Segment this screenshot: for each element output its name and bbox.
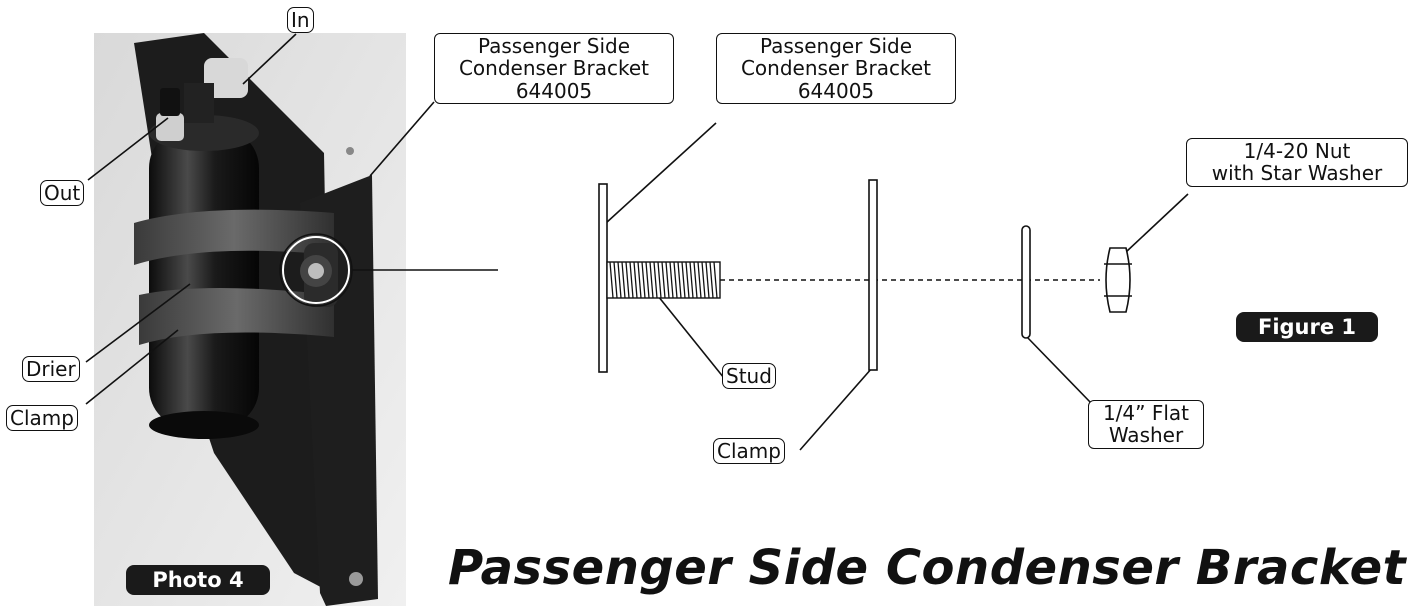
leader-nut <box>1125 193 1189 253</box>
bracket-callout-figure: Passenger Side Condenser Bracket 644005 <box>716 33 956 105</box>
stud-thread <box>677 261 682 299</box>
clamp-label-figure: Clamp <box>713 438 785 464</box>
clamp-strap-upper <box>134 209 334 265</box>
stud-thread <box>665 261 670 299</box>
washer-callout: 1/4” Flat Washer <box>1088 400 1204 449</box>
stud-thread <box>653 261 658 299</box>
leader-clamp-photo <box>85 329 179 405</box>
drier-label: Drier <box>22 356 80 382</box>
drier-canister <box>149 128 259 428</box>
leader-bracket-photo <box>369 101 435 177</box>
stud-thread <box>673 261 678 299</box>
bracket-callout-photo: Passenger Side Condenser Bracket 644005 <box>434 33 674 105</box>
bottom-bolt <box>349 572 363 586</box>
stud-thread <box>669 261 674 299</box>
stud-thread <box>641 261 646 299</box>
clamp-strap-lower <box>139 288 334 345</box>
stud-thread <box>681 261 686 299</box>
stud-thread <box>617 261 622 299</box>
leader-washer <box>1025 335 1093 405</box>
stud-thread <box>701 261 706 299</box>
stud-thread <box>709 261 714 299</box>
stud-thread <box>713 261 718 299</box>
leader-drier <box>85 283 191 363</box>
exploded-view <box>598 179 1132 373</box>
clamp-label-photo: Clamp <box>6 405 78 431</box>
drier-assembly-photo <box>94 33 406 606</box>
stud-thread <box>689 261 694 299</box>
leader-stud <box>657 295 725 379</box>
stud-thread <box>637 261 642 299</box>
leader-out <box>87 117 169 181</box>
stud-thread <box>649 261 654 299</box>
stud-thread <box>621 261 626 299</box>
leader-clamp-figure <box>799 367 873 451</box>
figure-badge: Figure 1 <box>1236 312 1378 342</box>
stud-thread <box>697 261 702 299</box>
bracket-plate-part <box>598 183 608 373</box>
out-label: Out <box>40 180 85 206</box>
in-fitting <box>204 58 248 98</box>
out-fitting <box>156 113 184 141</box>
nut-callout: 1/4-20 Nut with Star Washer <box>1186 138 1408 187</box>
stud-thread <box>629 261 634 299</box>
leader-in <box>242 33 297 85</box>
stud-label: Stud <box>722 363 776 389</box>
photo-badge: Photo 4 <box>126 565 270 595</box>
stud-thread <box>693 261 698 299</box>
stud-thread <box>613 261 618 299</box>
leader-bracket-figure <box>605 122 717 224</box>
nut-part <box>1104 247 1132 313</box>
stud-thread <box>661 261 666 299</box>
stud-thread <box>625 261 630 299</box>
in-label: In <box>287 7 314 33</box>
page-title: Passenger Side Condenser Bracket <box>448 540 1407 596</box>
stud-thread <box>685 261 690 299</box>
flat-washer-part <box>1021 225 1031 339</box>
stud-thread <box>657 261 662 299</box>
stud-thread <box>645 261 650 299</box>
stud-thread <box>633 261 638 299</box>
stud-thread <box>609 261 614 299</box>
clamp-part <box>868 179 878 371</box>
stud-thread <box>705 261 710 299</box>
